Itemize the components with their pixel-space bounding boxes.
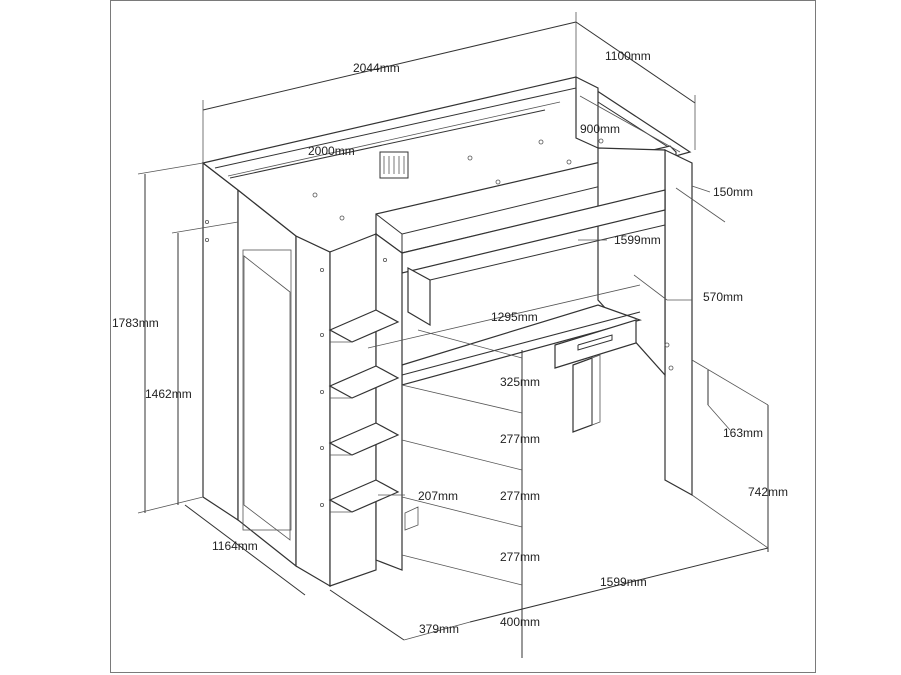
label-guard-height: 150mm bbox=[713, 185, 753, 199]
label-overall-depth: 1100mm bbox=[605, 49, 651, 63]
furniture-outline bbox=[201, 76, 693, 588]
label-mattress-length: 2000mm bbox=[308, 144, 355, 158]
label-under-bed-height: 1462mm bbox=[145, 387, 192, 401]
label-desk-span: 1295mm bbox=[491, 310, 538, 324]
diagram-frame bbox=[110, 0, 816, 673]
label-desk-width-top: 1599mm bbox=[614, 233, 661, 247]
label-shelf-depth: 207mm bbox=[418, 489, 458, 503]
label-drawer-height: 163mm bbox=[723, 426, 763, 440]
label-desk-depth: 570mm bbox=[703, 290, 743, 304]
label-overall-height: 1783mm bbox=[112, 316, 159, 330]
label-mattress-width: 900mm bbox=[580, 122, 620, 136]
label-overall-length: 2044mm bbox=[353, 61, 400, 75]
label-step-2: 277mm bbox=[500, 432, 540, 446]
label-step-4: 277mm bbox=[500, 550, 540, 564]
dimension-labels: 2044mm 1100mm 900mm 2000mm 150mm 1599mm … bbox=[112, 49, 788, 636]
label-step-1: 325mm bbox=[500, 375, 540, 389]
dimension-lines bbox=[137, 12, 769, 658]
label-stairs-width: 379mm bbox=[419, 622, 459, 636]
label-wardrobe-depth: 1164mm bbox=[212, 539, 258, 553]
label-desk-height: 742mm bbox=[748, 485, 788, 499]
label-step-3: 277mm bbox=[500, 489, 540, 503]
label-step-bottom: 400mm bbox=[500, 615, 540, 629]
label-desk-width-bottom: 1599mm bbox=[600, 575, 647, 589]
